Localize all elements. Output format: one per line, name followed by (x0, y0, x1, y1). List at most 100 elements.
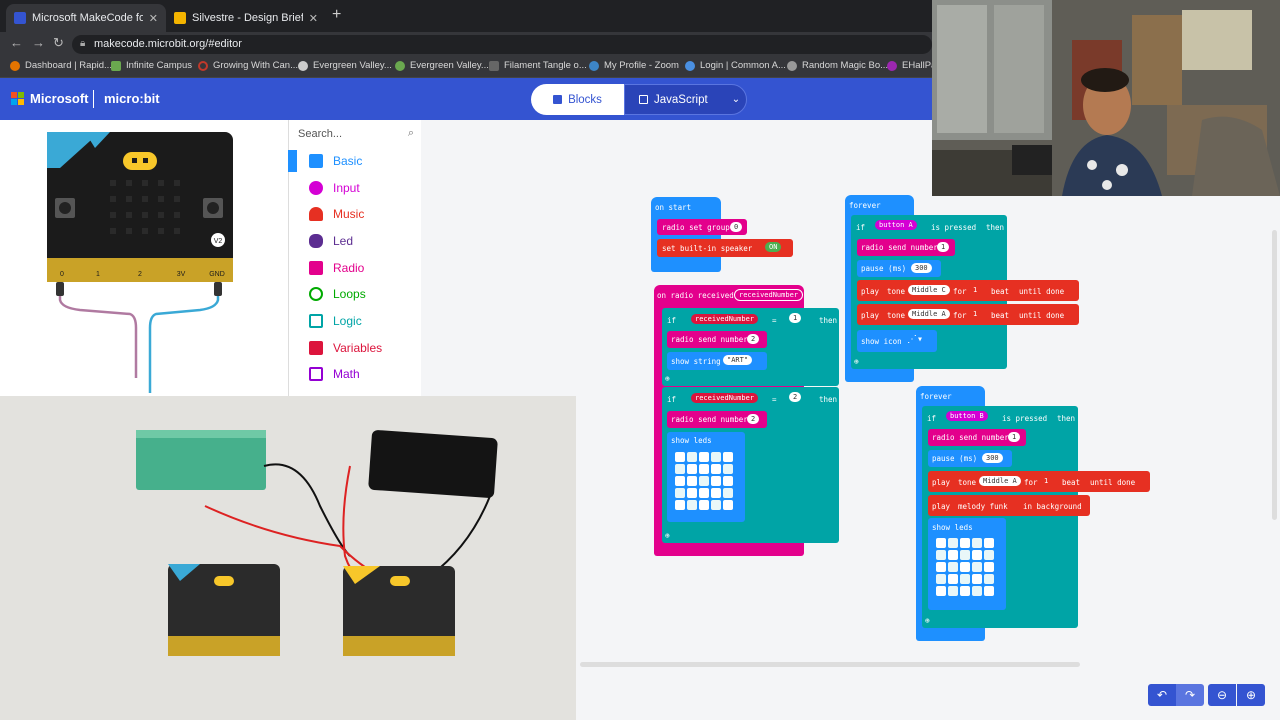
pin-label: 2 (138, 271, 142, 278)
zoom-in-button[interactable]: ⊕ (1237, 684, 1265, 706)
list-icon (309, 341, 323, 355)
toolbox-led[interactable]: Led (288, 228, 421, 254)
new-tab-icon[interactable]: + (332, 6, 342, 23)
toolbox-logic[interactable]: Logic (288, 308, 421, 334)
play-melody-block[interactable]: play melody funk in background (928, 495, 1090, 516)
header-divider (93, 90, 94, 108)
pin-label: 0 (60, 271, 64, 278)
add-icon: ⊕ (854, 357, 859, 366)
signal-bars-icon (309, 261, 323, 275)
radio-send-number-block[interactable]: radio send number 2 (667, 331, 767, 348)
address-bar[interactable]: 🔒︎ makecode.microbit.org/#editor (72, 35, 932, 54)
toolbox-variables[interactable]: Variables (288, 335, 421, 361)
zoom-in-icon: ⊕ (1245, 688, 1257, 702)
tab-title: Silvestre - Design Brief - made (192, 12, 303, 24)
show-leds-block[interactable]: show leds (667, 432, 745, 522)
corner-marker-icon (47, 132, 100, 168)
bookmark-item[interactable]: Filament Tangle o... (489, 60, 587, 71)
chevron-down-icon[interactable]: ⌄ (731, 94, 741, 105)
add-icon: ⊕ (925, 616, 930, 625)
blocks-icon (553, 95, 563, 104)
browser-toolbar: ← → ↻ 🔒︎ makecode.microbit.org/#editor (0, 32, 932, 56)
bookmark-item[interactable]: Login | Common A... (685, 60, 786, 71)
microbit-simulator[interactable]: V2 0 1 2 3V GND (40, 128, 245, 396)
headphones-icon (309, 207, 323, 221)
bookmark-item[interactable]: Dashboard | Rapid... (10, 60, 112, 71)
undo-icon: ↶ (1156, 688, 1168, 702)
webcam-video (932, 0, 1280, 196)
search-icon[interactable]: ⌕ (407, 127, 414, 139)
play-tone-block[interactable]: play tone Middle A for 1 beat until done (928, 471, 1150, 492)
led-grid[interactable] (675, 452, 733, 510)
microsoft-logo-icon (11, 92, 25, 106)
diagonal-icon: ⋰▾ (907, 334, 924, 345)
zoom-out-icon: ⊖ (1216, 688, 1228, 702)
zoom-out-button[interactable]: ⊖ (1208, 684, 1236, 706)
bookmark-item[interactable]: Infinite Campus (111, 60, 192, 71)
search-input[interactable]: Search... ⌕ (298, 127, 414, 140)
toolbox-loops[interactable]: Loops (288, 281, 421, 307)
play-tone-block[interactable]: play tone Middle A for 1 beat until done (857, 304, 1079, 325)
redo-button[interactable]: ↷ (1176, 684, 1204, 706)
reload-icon[interactable]: ↻ (53, 35, 64, 50)
back-icon[interactable]: ← (10, 35, 23, 50)
close-tab-icon[interactable]: ✕ (308, 12, 318, 25)
vertical-scrollbar[interactable] (1272, 230, 1277, 520)
show-leds-block[interactable]: show leds (928, 518, 1006, 610)
toggle-icon (309, 234, 323, 248)
workspace-left (421, 120, 576, 396)
hardware-photo (0, 396, 576, 720)
calculator-icon (309, 367, 323, 381)
tab-design-brief[interactable]: Silvestre - Design Brief - made ✕ (166, 4, 326, 32)
redo-icon: ↷ (1184, 688, 1196, 702)
add-icon: ⊕ (665, 374, 670, 383)
lock-icon: 🔒︎ (80, 38, 86, 49)
makecode-header (0, 78, 932, 120)
pause-block[interactable]: pause (ms) 300 (928, 450, 1012, 467)
toolbox-radio[interactable]: Radio (288, 255, 421, 281)
grid-icon (309, 154, 323, 168)
browser-tab-strip: Microsoft MakeCode for micro ✕ Silvestre… (0, 0, 932, 32)
javascript-icon (639, 95, 648, 104)
toolbox-input[interactable]: Input (288, 175, 421, 201)
radio-send-number-block[interactable]: radio send number 1 (857, 239, 955, 256)
radio-send-number-block[interactable]: radio send number 1 (928, 429, 1026, 446)
pin-label: 1 (96, 271, 100, 278)
radio-send-number-block[interactable]: radio send number 2 (667, 411, 767, 428)
microbit-logo[interactable]: micro:bit (104, 91, 160, 106)
javascript-button[interactable]: JavaScript ⌄ (624, 84, 747, 115)
radio-set-group-block[interactable]: radio set group 0 (657, 219, 747, 235)
tab-makecode[interactable]: Microsoft MakeCode for micro ✕ (6, 4, 166, 32)
set-speaker-block[interactable]: set built-in speaker ON (657, 239, 793, 257)
play-tone-block[interactable]: play tone Middle C for 1 beat until done (857, 280, 1079, 301)
toolbox-music[interactable]: Music (288, 201, 421, 227)
shuffle-icon (309, 314, 323, 328)
add-icon: ⊕ (665, 531, 670, 540)
bookmark-item[interactable]: Evergreen Valley... (298, 60, 392, 71)
toolbox-math[interactable]: Math (288, 361, 421, 387)
toolbox-basic[interactable]: Basic (288, 148, 421, 174)
close-tab-icon[interactable]: ✕ (148, 12, 158, 25)
slides-favicon-icon (174, 12, 186, 24)
forward-icon[interactable]: → (32, 35, 45, 50)
bookmark-item[interactable]: EHallPa (887, 60, 936, 71)
undo-button[interactable]: ↶ (1148, 684, 1176, 706)
bookmark-item[interactable]: My Profile - Zoom (589, 60, 679, 71)
led-grid[interactable] (936, 538, 994, 596)
makecode-favicon-icon (14, 12, 26, 24)
pause-block[interactable]: pause (ms) 300 (857, 260, 941, 277)
target-icon (309, 181, 323, 195)
version-badge: V2 (214, 238, 223, 245)
pin-label: GND (209, 271, 225, 278)
bookmark-item[interactable]: Evergreen Valley... (395, 60, 489, 71)
show-string-block[interactable]: show string "ART" (667, 352, 767, 370)
microsoft-label: Microsoft (30, 91, 89, 106)
show-icon-block[interactable]: show icon ⋰▾ (857, 330, 937, 352)
url-text: makecode.microbit.org/#editor (94, 38, 242, 50)
blocks-button[interactable]: Blocks (531, 84, 624, 115)
pin-label: 3V (177, 271, 186, 278)
bookmark-item[interactable]: Growing With Can... (198, 60, 298, 71)
bookmark-item[interactable]: Random Magic Bo... (787, 60, 888, 71)
horizontal-scrollbar[interactable] (580, 662, 1080, 667)
refresh-icon (309, 287, 323, 301)
